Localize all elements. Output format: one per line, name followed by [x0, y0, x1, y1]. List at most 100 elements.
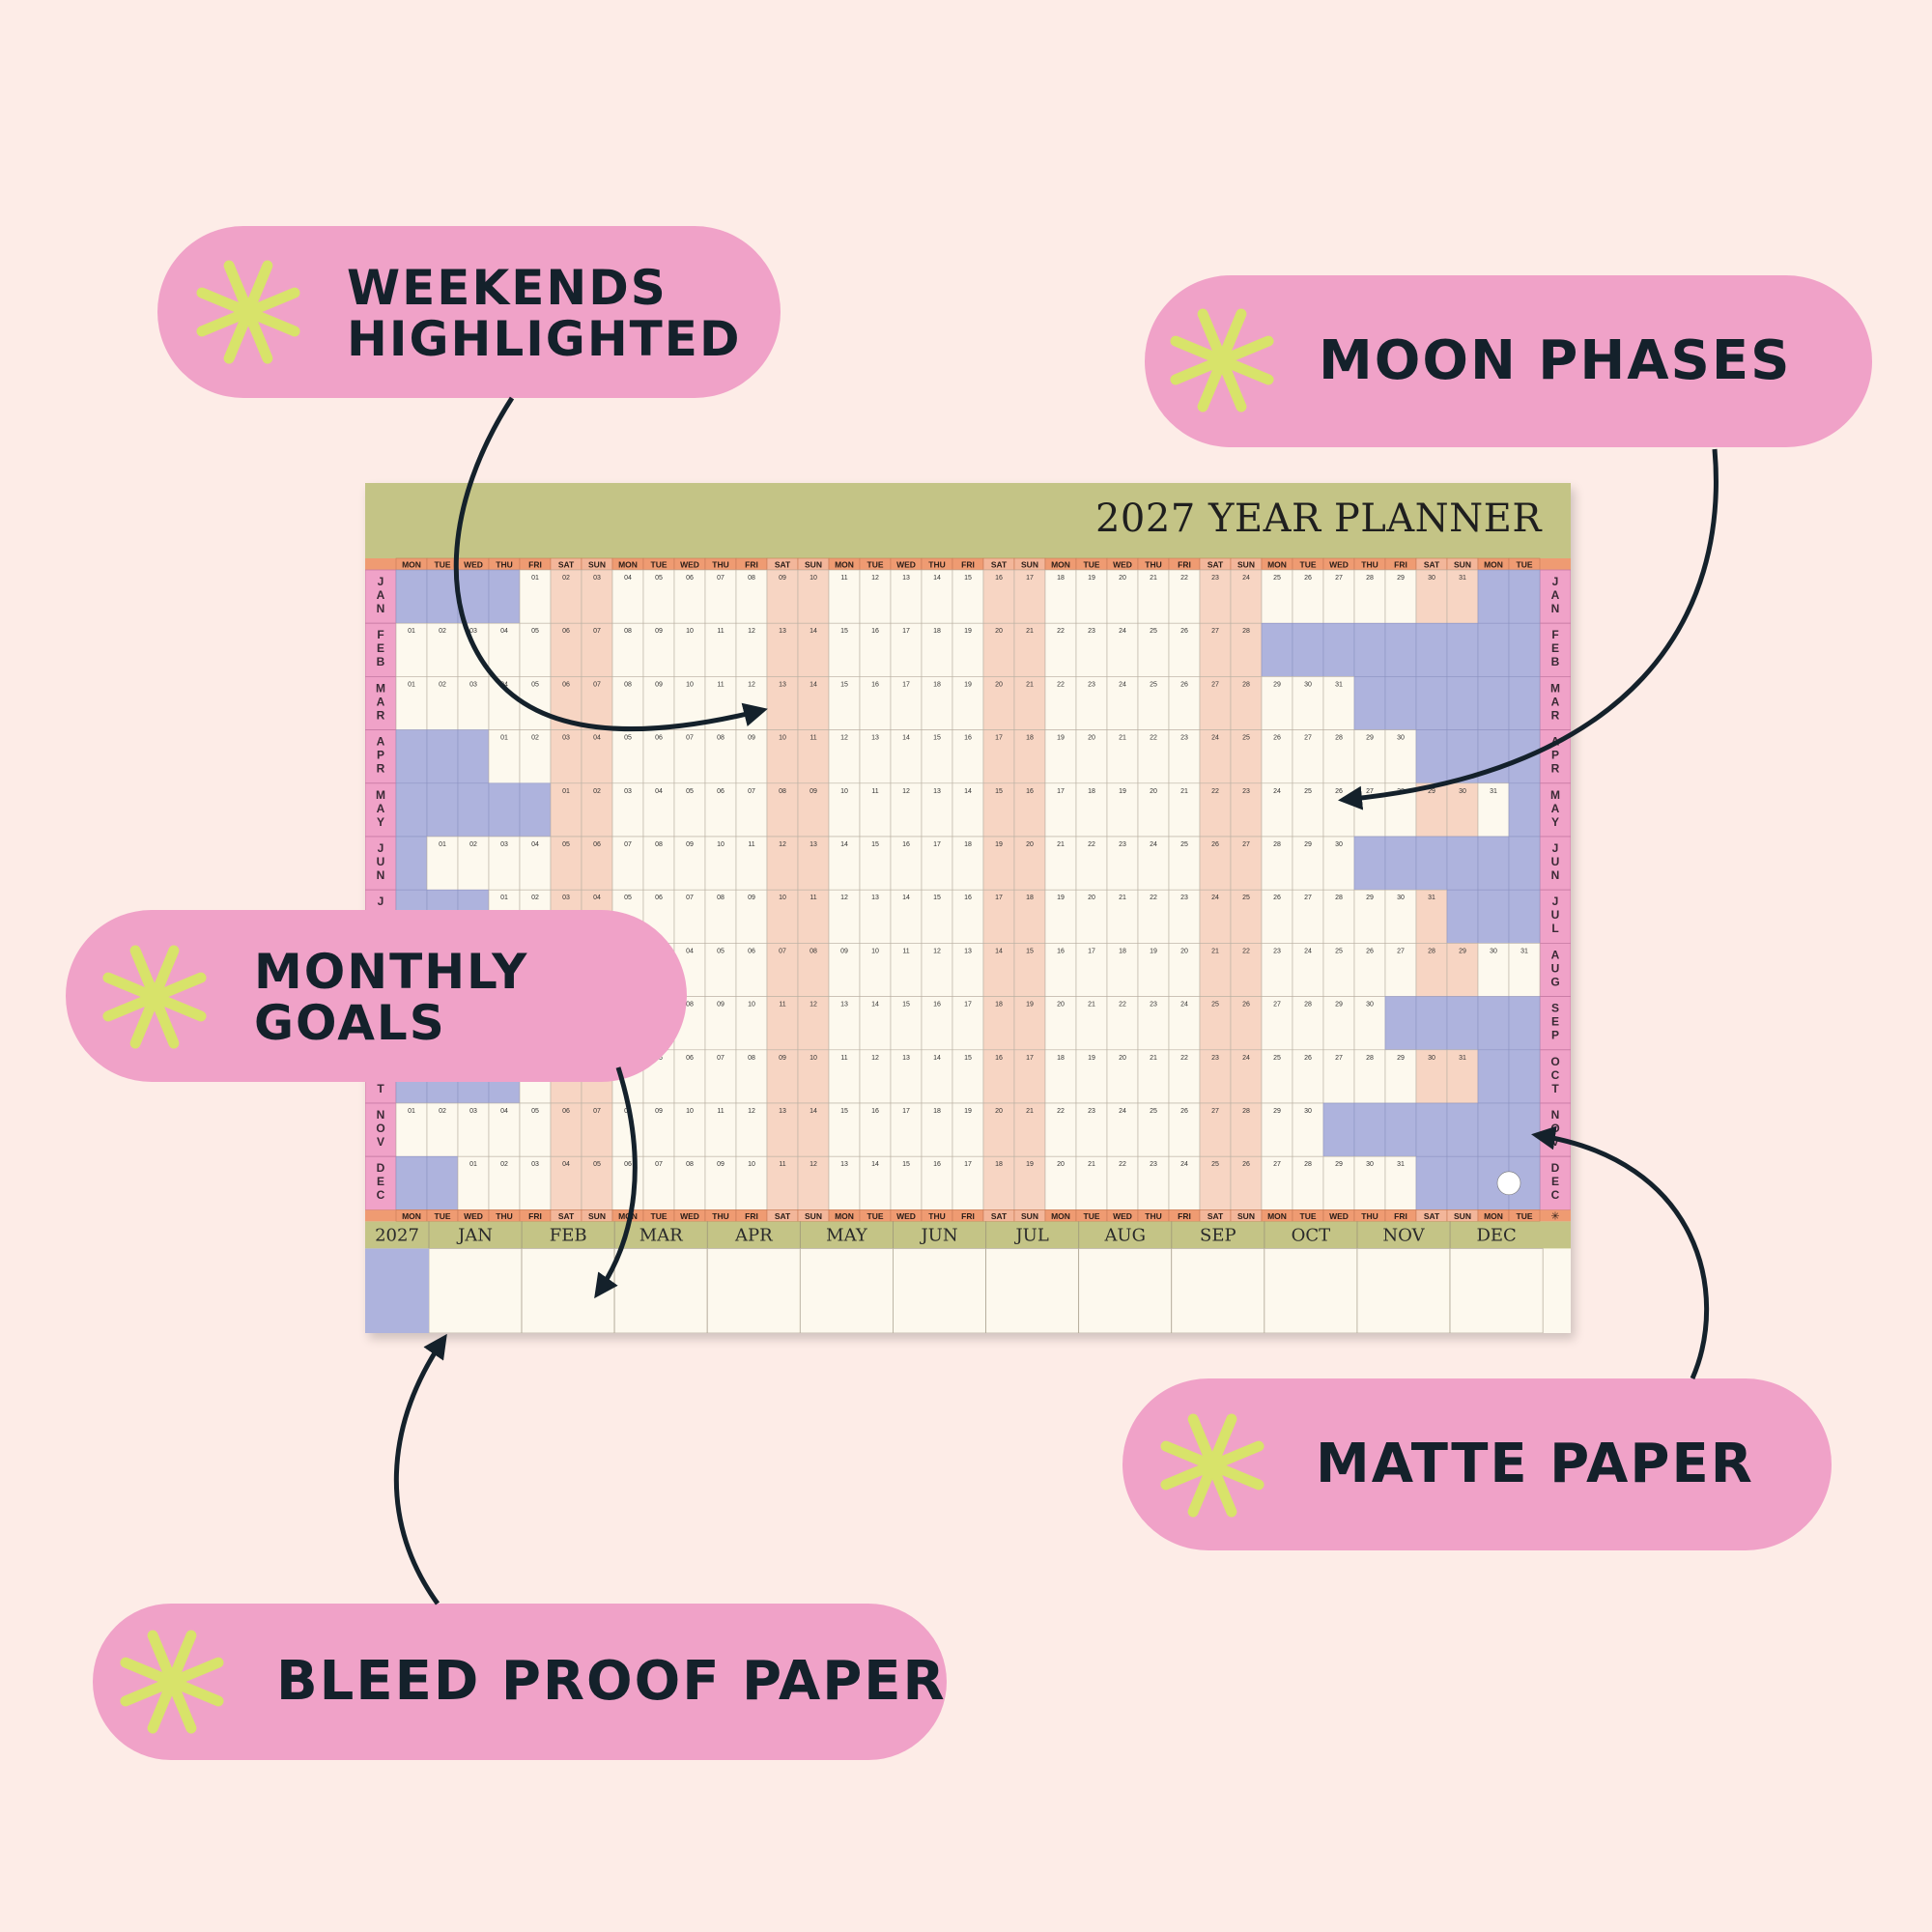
day-cell [890, 836, 923, 891]
day-cell [1446, 943, 1479, 997]
month-tab-letter: J [378, 841, 384, 855]
day-number: 04 [624, 575, 632, 582]
day-cell [1415, 1049, 1448, 1104]
day-cell [1199, 569, 1232, 624]
day-number: 06 [686, 1055, 694, 1062]
day-number: 07 [686, 735, 694, 742]
day-number: 30 [1397, 895, 1405, 901]
month-tab-letter: R [377, 762, 385, 776]
day-number: 29 [1366, 735, 1374, 742]
day-number: 16 [933, 1002, 941, 1009]
goals-month-label: AUG [1103, 1225, 1146, 1245]
day-number: 06 [562, 681, 570, 688]
day-number: 03 [562, 895, 570, 901]
arrow-icon [393, 1333, 447, 1605]
empty-cell [1446, 889, 1479, 944]
weekday-header-label: THU [1361, 1211, 1378, 1221]
day-cell [952, 889, 984, 944]
weekday-header-label: SUN [1454, 560, 1471, 570]
day-number: 16 [995, 575, 1003, 582]
weekday-header-label: SUN [805, 560, 822, 570]
empty-cell [1292, 622, 1324, 677]
day-number: 09 [655, 1108, 663, 1115]
month-side-tab [365, 782, 397, 838]
month-tab-letter: P [1551, 749, 1559, 762]
day-number: 11 [717, 1108, 724, 1115]
day-number: 21 [1119, 895, 1126, 901]
day-number: 25 [1211, 1161, 1219, 1168]
day-number: 11 [717, 681, 724, 688]
day-number: 26 [1273, 895, 1281, 901]
goals-month-label: OCT [1292, 1225, 1331, 1245]
day-number: 06 [655, 895, 663, 901]
day-number: 24 [1119, 1108, 1126, 1115]
day-number: 24 [1211, 735, 1219, 742]
day-number: 30 [1459, 788, 1466, 795]
day-cell [828, 676, 861, 730]
day-cell [952, 1102, 984, 1157]
day-cell [766, 569, 799, 624]
day-number: 19 [964, 681, 972, 688]
goals-box [893, 1248, 986, 1333]
day-cell [1044, 1102, 1077, 1157]
day-number: 24 [1119, 681, 1126, 688]
day-number: 26 [1273, 735, 1281, 742]
weekday-header-label: MON [402, 1211, 421, 1221]
day-cell [1415, 943, 1448, 997]
day-number: 16 [964, 895, 972, 901]
day-number: 14 [810, 1108, 817, 1115]
weekday-header-label: MON [1051, 1211, 1070, 1221]
month-tab-letter: C [1551, 1188, 1560, 1202]
month-side-tab [1539, 996, 1571, 1051]
day-number: 02 [439, 1108, 446, 1115]
day-number: 27 [1397, 948, 1405, 954]
day-cell [859, 622, 892, 677]
day-number: 13 [779, 628, 786, 635]
day-number: 23 [1150, 1161, 1157, 1168]
month-tab-letter: A [1551, 948, 1560, 961]
day-number: 29 [1366, 895, 1374, 901]
day-cell [704, 782, 737, 838]
day-cell [1199, 782, 1232, 838]
day-number: 17 [933, 841, 941, 848]
day-number: 24 [1242, 1055, 1250, 1062]
day-number: 29 [1273, 1108, 1281, 1115]
day-cell [1168, 569, 1201, 624]
day-cell [1508, 943, 1541, 997]
day-cell [735, 1155, 768, 1210]
day-cell [1261, 569, 1293, 624]
weekday-header-label: WED [680, 1211, 699, 1221]
day-cell [1199, 943, 1232, 997]
day-cell [1013, 836, 1046, 891]
day-cell [859, 782, 892, 838]
day-number: 18 [1026, 735, 1034, 742]
day-number: 22 [1150, 895, 1157, 901]
day-cell [921, 836, 953, 891]
day-cell [1106, 836, 1139, 891]
weekday-header-label: FRI [961, 560, 975, 570]
day-number: 09 [686, 841, 694, 848]
planner-title: 2027 YEAR PLANNER [1094, 497, 1542, 541]
weekday-header-label: SAT [558, 560, 575, 570]
weekday-header-label: THU [1361, 560, 1378, 570]
day-number: 20 [1088, 895, 1095, 901]
day-number: 23 [1088, 1108, 1095, 1115]
day-cell [1261, 782, 1293, 838]
day-number: 20 [1057, 1002, 1065, 1009]
goals-box [613, 1248, 708, 1333]
day-number: 19 [1057, 735, 1065, 742]
day-cell [859, 996, 892, 1051]
empty-cell [1415, 836, 1448, 891]
day-cell [797, 1155, 830, 1210]
day-number: 29 [1428, 788, 1435, 795]
day-number: 22 [1119, 1002, 1126, 1009]
day-number: 30 [1397, 735, 1405, 742]
weekday-header-label: MON [1051, 560, 1070, 570]
empty-cell [1446, 676, 1479, 730]
day-number: 31 [1335, 681, 1343, 688]
day-cell [921, 943, 953, 997]
weekday-header-label: THU [928, 1211, 945, 1221]
day-cell [890, 729, 923, 784]
day-cell [581, 836, 613, 891]
day-cell [828, 1049, 861, 1104]
